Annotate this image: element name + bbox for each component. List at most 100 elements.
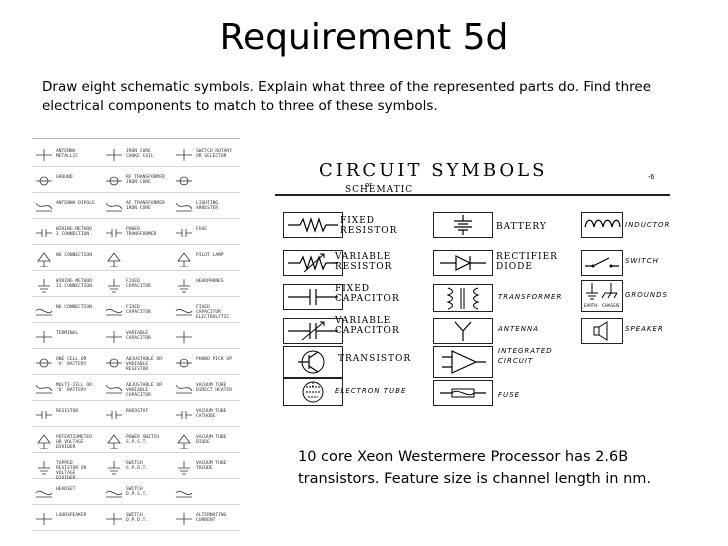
reference-symbol-icon	[36, 229, 52, 237]
antenna-label: ANTENNA	[498, 325, 539, 333]
reference-label: RESISTOR	[56, 409, 79, 414]
reference-symbol-icon	[38, 279, 50, 293]
grounds-label: GROUNDS	[625, 291, 668, 299]
reference-label: RHEOSTAT	[126, 409, 149, 414]
reference-symbol-icon	[176, 176, 192, 186]
reference-label: FIXED CAPACITOR	[126, 305, 151, 315]
reference-row: LIGHTING ARRESTER	[172, 195, 240, 219]
reference-symbol-icon	[106, 513, 122, 525]
reference-label: SWITCH ROTARY OR SELECTOR	[196, 149, 232, 159]
reference-row	[172, 325, 240, 349]
reference-label: POWER TRANSFORMER	[126, 227, 157, 237]
reference-symbol-icon	[36, 331, 52, 343]
reference-row: RESISTOR	[32, 403, 104, 427]
reference-label: ONE CELL OR 'A' BATTERY	[56, 357, 87, 367]
fixed-capacitor-symbol	[283, 284, 343, 310]
reference-label: POTENTIOMETER OR VOLTAGE DIVIDER	[56, 435, 92, 450]
antenna-symbol	[433, 318, 493, 344]
reference-row: WIRING METHOD I CONNECTION	[32, 221, 104, 245]
reference-row: VACUUM TUBE CATHODE	[172, 403, 240, 427]
reference-row: NO CONNECTION	[32, 247, 104, 271]
reference-row: HEADSET	[32, 481, 104, 505]
reference-label: MULTI-CELL OR 'B' BATTERY	[56, 383, 92, 393]
reference-row: POWER SWITCH S.P.S.T.	[102, 429, 174, 453]
reference-row: TAPPED RESISTOR OR VOLTAGE DIVIDER	[32, 455, 104, 481]
circuit-symbols-chart: CIRCUIT SYMBOLS or SCHEMATIC -6 FIXED RE…	[263, 150, 723, 475]
reference-symbol-icon	[176, 411, 192, 419]
ground-chassis-label: CHASSIS	[602, 303, 620, 308]
switch-symbol	[581, 250, 623, 276]
fixed-capacitor-label: FIXED CAPACITOR	[335, 284, 400, 304]
reference-label: HEADPHONES	[196, 279, 224, 284]
variable-capacitor-label: VARIABLE CAPACITOR	[335, 316, 400, 336]
reference-symbol-icon	[175, 308, 193, 316]
reference-row: GROUND	[32, 169, 104, 193]
reference-symbol-icon	[105, 490, 123, 498]
reference-label: ADJUSTABLE OR VARIABLE CAPACITOR	[126, 383, 162, 398]
reference-label: ADJUSTABLE OR VARIABLE RESISTOR	[126, 357, 162, 372]
reference-label: FIXED CAPACITOR ELECTROLYTIC	[196, 305, 230, 320]
reference-symbol-icon	[176, 513, 192, 525]
reference-row: RHEOSTAT	[102, 403, 174, 427]
reference-symbol-icon	[176, 358, 192, 368]
reference-symbol-icon	[177, 252, 191, 267]
reference-symbol-icon	[36, 358, 52, 368]
variable-resistor-label: VARIABLE RESISTOR	[335, 252, 393, 272]
electron-tube-label: ELECTRON TUBE	[335, 387, 407, 395]
reference-symbol-icon	[105, 202, 123, 212]
reference-row: TERMINAL	[32, 325, 104, 349]
reference-label: ALTERNATING CURRENT	[196, 513, 227, 523]
reference-symbol-icon	[106, 229, 122, 237]
reference-symbol-icon	[36, 411, 52, 419]
reference-label: SWITCH D.P.S.T.	[126, 487, 149, 497]
reference-label: PILOT LAMP	[196, 253, 224, 258]
reference-symbol-icon	[36, 176, 52, 186]
switch-label: SWITCH	[625, 257, 659, 265]
speaker-label: SPEAKER	[625, 325, 664, 333]
reference-label: RF TRANSFORMER IRON CORE	[126, 175, 165, 185]
reference-row	[172, 481, 240, 505]
reference-label: SWITCH S.P.D.T.	[126, 461, 149, 471]
reference-row	[102, 247, 174, 271]
reference-row: SWITCH D.P.S.T.	[102, 481, 174, 505]
reference-row: FIXED CAPACITOR ELECTROLYTIC	[172, 299, 240, 323]
speaker-symbol	[581, 318, 623, 344]
reference-symbol-icon	[108, 461, 120, 475]
reference-label: VACUUM TUBE TRIODE	[196, 461, 227, 471]
reference-label: NO CONNECTION	[56, 253, 92, 258]
reference-label: HEADSET	[56, 487, 76, 492]
reference-label: POWER SWITCH S.P.S.T.	[126, 435, 160, 445]
battery-label: BATTERY	[496, 222, 547, 232]
reference-row: HEADPHONES	[172, 273, 240, 297]
page-title: Requirement 5d	[219, 17, 509, 58]
reference-label: NO CONNECTION	[56, 305, 92, 310]
reference-symbol-icon	[176, 229, 192, 237]
reference-row: WIRING METHOD II CONNECTION	[32, 273, 104, 297]
reference-symbol-icon	[106, 331, 122, 343]
reference-symbol-icon	[177, 434, 191, 449]
fixed-resistor-symbol	[283, 212, 343, 238]
reference-row: ONE CELL OR 'A' BATTERY	[32, 351, 104, 375]
reference-symbol-icon	[36, 149, 52, 161]
reference-row: SWITCH ROTARY OR SELECTOR	[172, 143, 240, 167]
reference-row: LOUDSPEAKER	[32, 507, 104, 531]
reference-row: ADJUSTABLE OR VARIABLE CAPACITOR	[102, 377, 174, 401]
fuse-symbol	[433, 380, 493, 406]
reference-row: VACUUM TUBE TRIODE	[172, 455, 240, 479]
reference-row: ANTENNA DIPOLE	[32, 195, 104, 219]
reference-label: WIRING METHOD I CONNECTION	[56, 227, 92, 237]
variable-capacitor-symbol	[283, 318, 343, 344]
reference-symbol-icon	[106, 176, 122, 186]
reference-symbol-icon	[106, 411, 122, 419]
inductor-symbol	[581, 212, 623, 238]
reference-row: FIXED CAPACITOR	[102, 273, 174, 297]
reference-row: RF TRANSFORMER IRON CORE	[102, 169, 174, 193]
reference-symbol-icon	[175, 490, 193, 498]
reference-label: GROUND	[56, 175, 73, 180]
reference-label: AF TRANSFORMER IRON CORE	[126, 201, 165, 211]
reference-symbol-icon	[37, 252, 51, 267]
reference-symbol-icon	[107, 434, 121, 449]
reference-symbol-icon	[106, 358, 122, 368]
reference-label: FIXED CAPACITOR	[126, 279, 151, 289]
